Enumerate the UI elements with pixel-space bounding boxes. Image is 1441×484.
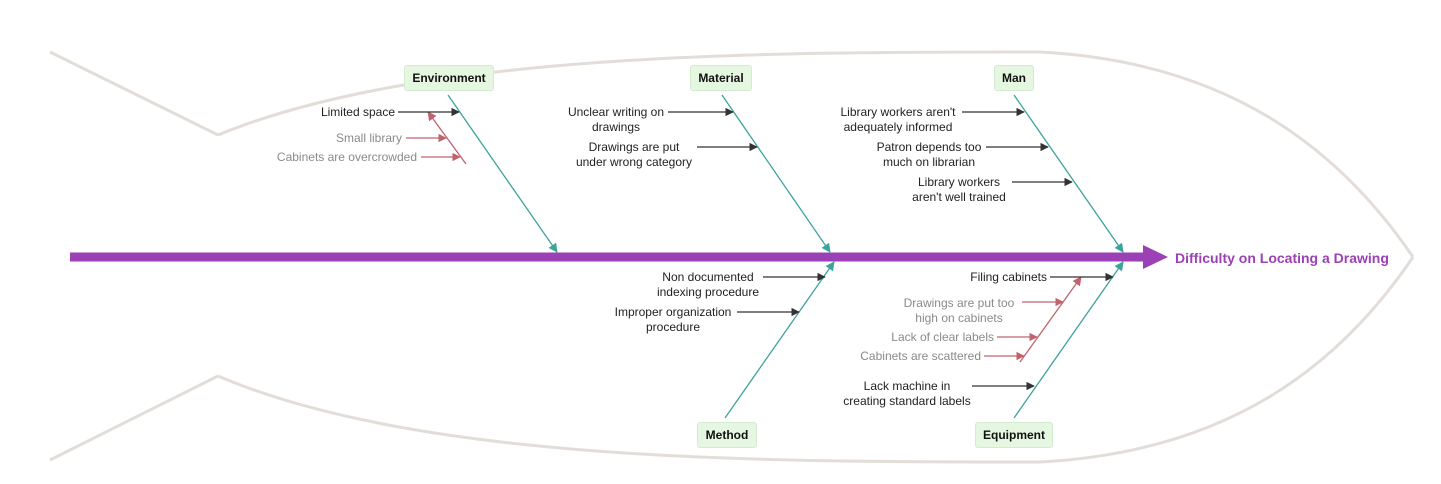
subcause-clear-labels: Lack of clear labels: [891, 330, 994, 344]
cause-lack-machine-line-1: Lack machine in: [863, 379, 951, 393]
sub-bone-filing-cabinets: [1019, 276, 1082, 363]
cause-workers-trained-line-2: aren't well trained: [912, 190, 1006, 204]
cause-improper-organization-line-2: procedure: [645, 320, 701, 334]
cause-improper-organization: Improper organization procedure: [605, 305, 741, 335]
cause-arrows: [398, 107, 1114, 391]
cause-unclear-writing: Unclear writing on drawings: [556, 105, 676, 135]
cause-limited-space: Limited space: [320, 105, 395, 119]
category-environment[interactable]: Environment: [404, 65, 494, 91]
cause-wrong-category: Drawings are put under wrong category: [568, 140, 700, 170]
subcause-cabinets-overcrowded: Cabinets are overcrowded: [276, 150, 417, 164]
bone-environment: [447, 94, 558, 253]
cause-wrong-category-line-2: under wrong category: [575, 155, 693, 169]
effect-label[interactable]: Difficulty on Locating a Drawing: [1175, 250, 1389, 266]
cause-unclear-writing-line-2: drawings: [591, 120, 641, 134]
subcause-put-too-high-line-2: high on cabinets: [915, 311, 1003, 325]
cause-lack-machine: Lack machine in creating standard labels: [834, 379, 980, 409]
cause-workers-informed: Library workers aren't adequately inform…: [832, 105, 964, 135]
subcause-put-too-high: Drawings are put too high on cabinets: [895, 296, 1023, 326]
fish-outline-lower-body: [217, 256, 1415, 464]
subcause-small-library: Small library: [335, 131, 402, 145]
cause-patron-depends: Patron depends too much on librarian: [868, 140, 990, 170]
spine-arrowhead: [1143, 245, 1168, 269]
category-equipment[interactable]: Equipment: [975, 422, 1053, 448]
cause-lack-machine-line-2: creating standard labels: [843, 394, 971, 408]
cause-non-documented-line-1: Non documented: [662, 270, 754, 284]
cause-workers-trained: Library workers aren't well trained: [904, 175, 1014, 205]
cause-improper-organization-line-1: Improper organization: [614, 305, 732, 319]
subcause-arrows: [406, 133, 1064, 361]
category-material[interactable]: Material: [690, 65, 752, 91]
subcause-put-too-high-line-1: Drawings are put too: [903, 296, 1015, 310]
cause-filing-cabinets: Filing cabinets: [970, 270, 1047, 284]
fish-outline-upper-tail: [49, 50, 219, 137]
fish-outline-lower-tail: [49, 374, 219, 462]
cause-patron-depends-line-1: Patron depends too: [876, 140, 982, 154]
cause-workers-informed-line-1: Library workers aren't: [840, 105, 956, 119]
main-bones: [447, 94, 1124, 419]
subcause-scattered: Cabinets are scattered: [860, 349, 981, 363]
bone-method: [724, 261, 835, 419]
cause-non-documented-line-2: indexing procedure: [656, 285, 760, 299]
bone-material: [721, 94, 831, 253]
cause-workers-informed-line-2: adequately informed: [843, 120, 953, 134]
cause-unclear-writing-line-1: Unclear writing on: [567, 105, 665, 119]
cause-workers-trained-line-1: Library workers: [917, 175, 1001, 189]
category-method[interactable]: Method: [697, 422, 757, 448]
bone-man: [1013, 94, 1124, 253]
category-man[interactable]: Man: [994, 65, 1034, 91]
cause-patron-depends-line-2: much on librarian: [882, 155, 976, 169]
cause-non-documented: Non documented indexing procedure: [648, 270, 768, 300]
cause-wrong-category-line-1: Drawings are put: [588, 140, 680, 154]
bone-equipment: [1013, 261, 1124, 419]
